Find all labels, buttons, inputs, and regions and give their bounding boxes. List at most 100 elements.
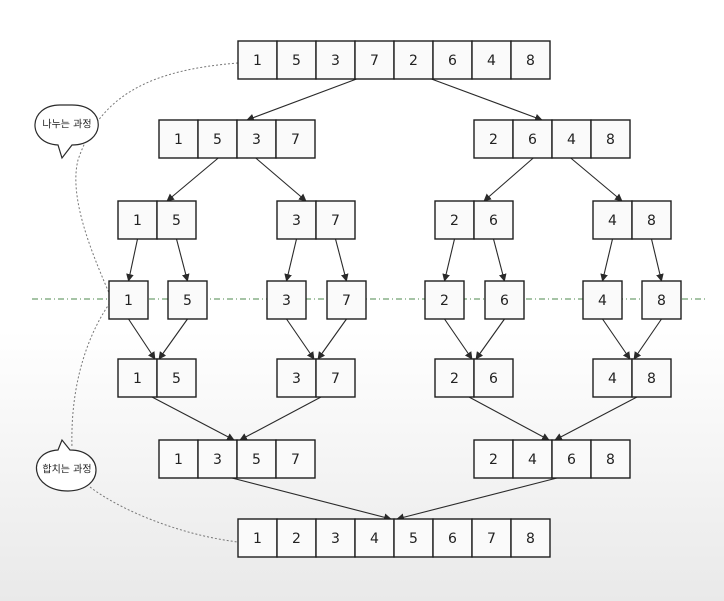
array-cell-value: 1 — [133, 213, 142, 229]
flow-arrow — [492, 238, 507, 282]
array-cell — [117, 200, 158, 240]
array-cell — [156, 358, 197, 398]
array-cell — [631, 200, 672, 240]
array-cell — [315, 518, 356, 558]
array-group: 7 — [326, 280, 367, 320]
flow-arrow — [396, 477, 558, 522]
array-cell-value: 8 — [647, 213, 656, 229]
array-cell — [590, 439, 631, 479]
array-cell-value: 2 — [450, 371, 459, 387]
array-cell-value: 5 — [172, 371, 181, 387]
array-cell — [473, 119, 514, 159]
array-cell — [156, 200, 197, 240]
array-cell-value: 6 — [448, 531, 457, 547]
array-group: 6 — [484, 280, 525, 320]
merge-guide-upper-curve — [71, 299, 113, 449]
array-cell-value: 8 — [657, 293, 666, 309]
array-cell-value: 4 — [528, 452, 537, 468]
array-cell-value: 8 — [606, 132, 615, 148]
array-cell-value: 7 — [291, 452, 300, 468]
divide-label-bubble: 나누는 과정 — [34, 104, 99, 160]
flow-arrow — [255, 157, 307, 202]
array-cell-value: 7 — [331, 371, 340, 387]
flow-arrow — [231, 477, 392, 521]
flow-arrow — [317, 318, 347, 360]
array-cell-value: 5 — [409, 531, 418, 547]
array-cell — [393, 40, 434, 80]
array-cell-value: 3 — [331, 531, 340, 547]
array-cell — [276, 358, 317, 398]
array-cell-value: 6 — [567, 452, 576, 468]
array-cell-value: 2 — [450, 213, 459, 229]
array-cell-value: 1 — [174, 132, 183, 148]
array-cell-value: 3 — [292, 213, 301, 229]
array-cell — [592, 200, 633, 240]
array-cell-value: 7 — [370, 53, 379, 69]
flow-arrow — [475, 318, 505, 360]
array-cell-value: 1 — [124, 293, 133, 309]
array-cell — [473, 439, 514, 479]
flow-arrow — [246, 78, 357, 122]
flow-arrow — [128, 318, 156, 360]
array-cell-value: 2 — [292, 531, 301, 547]
divide-guide-curve — [75, 62, 239, 301]
array-cell — [512, 439, 553, 479]
array-cell-value: 7 — [342, 293, 351, 309]
array-cell-value: 2 — [489, 452, 498, 468]
array-cell — [237, 518, 278, 558]
array-cell-value: 4 — [487, 53, 496, 69]
array-cell-value: 1 — [174, 452, 183, 468]
array-group: 8 — [641, 280, 682, 320]
array-cell — [236, 439, 277, 479]
array-cell-value: 4 — [608, 213, 617, 229]
array-cell-value: 7 — [487, 531, 496, 547]
flow-arrow — [151, 396, 235, 441]
array-group: 2 — [424, 280, 465, 320]
array-cell-value: 4 — [567, 132, 576, 148]
array-cell-value: 2 — [409, 53, 418, 69]
array-cell-value: 1 — [253, 53, 262, 69]
array-cell-value: 1 — [133, 371, 142, 387]
array-cell — [432, 518, 473, 558]
array-cell — [275, 439, 316, 479]
array-cell — [158, 119, 199, 159]
merge-label: 합치는 과정 — [42, 464, 91, 476]
flow-arrow — [239, 396, 322, 441]
merge-label-bubble: 합치는 과정 — [35, 438, 97, 492]
flow-arrow — [600, 238, 614, 282]
array-cell — [484, 280, 525, 320]
array-group: 1 — [108, 280, 149, 320]
flow-arrow — [175, 238, 190, 282]
array-group: 3 — [266, 280, 307, 320]
flow-arrow — [468, 396, 550, 441]
flow-arrow — [286, 318, 315, 360]
array-cell — [473, 358, 514, 398]
flow-arrow — [166, 157, 219, 202]
array-cell-value: 3 — [292, 371, 301, 387]
array-cell — [641, 280, 682, 320]
array-cell — [276, 518, 317, 558]
array-cell-value: 5 — [183, 293, 192, 309]
arrows-layer — [126, 78, 664, 522]
array-cell-value: 6 — [500, 293, 509, 309]
array-cell-value: 6 — [448, 53, 457, 69]
array-cell-value: 7 — [291, 132, 300, 148]
merge-guide-lower-curve — [89, 486, 239, 543]
array-cell — [315, 358, 356, 398]
divide-label: 나누는 과정 — [42, 119, 91, 131]
array-cell — [108, 280, 149, 320]
flow-arrow — [284, 238, 298, 282]
array-cell — [510, 518, 551, 558]
flow-arrow — [431, 78, 543, 122]
array-cell-value: 8 — [526, 53, 535, 69]
array-cell — [551, 439, 592, 479]
array-cell-value: 7 — [331, 213, 340, 229]
array-cell-value: 1 — [253, 531, 262, 547]
